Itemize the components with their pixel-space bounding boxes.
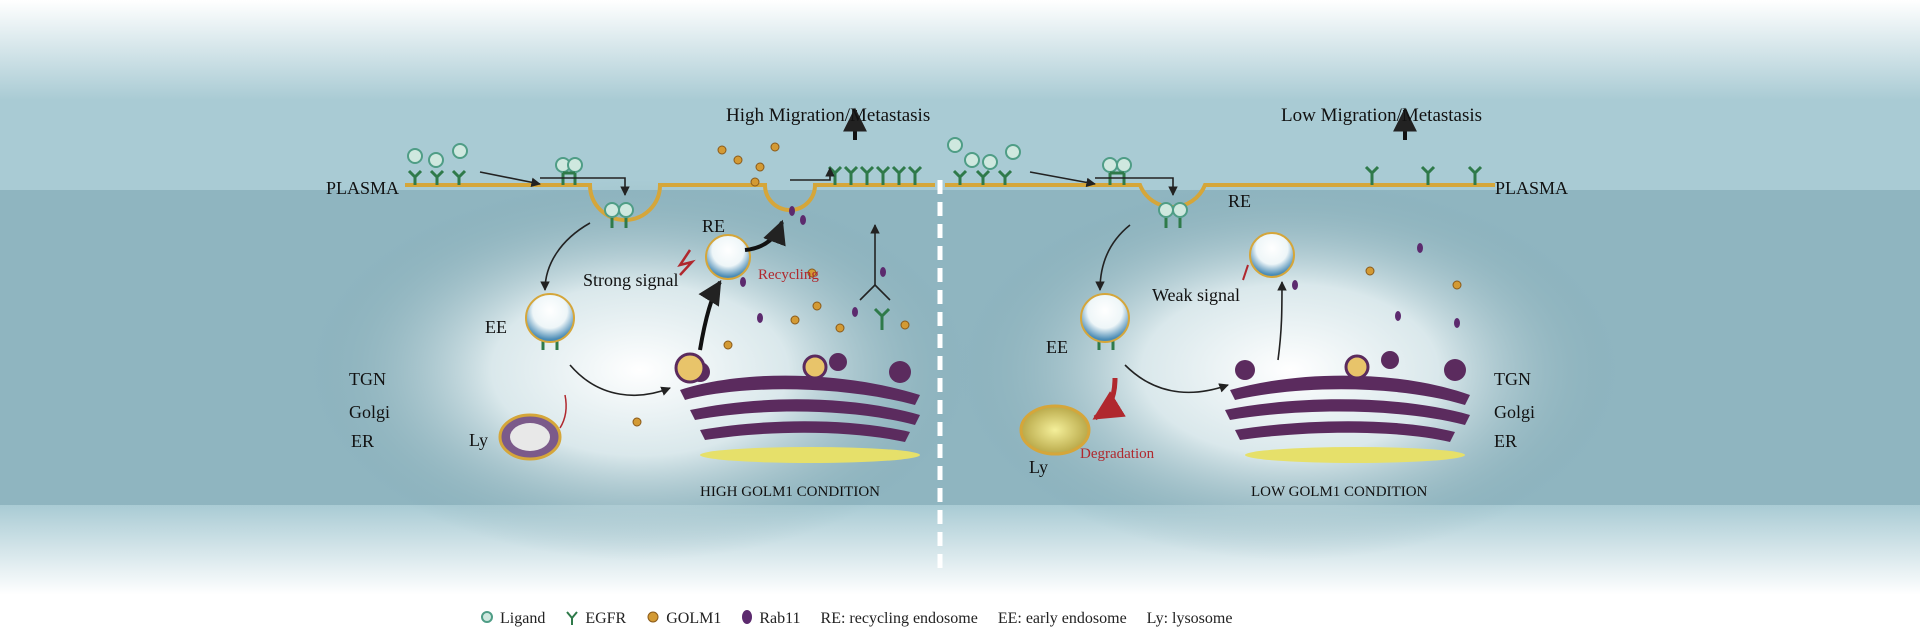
- legend-golm1: GOLM1: [646, 610, 721, 629]
- right-degradation-label: Degradation: [1080, 446, 1155, 462]
- left-recycling-label: Recycling: [758, 267, 819, 283]
- legend-re: RE: recycling endosome: [821, 610, 978, 628]
- right-ee-label: EE: [1046, 337, 1068, 357]
- left-heading: High Migration/Metastasis: [726, 105, 931, 126]
- ligand-icon: [480, 610, 494, 629]
- rab11-icon: [741, 609, 753, 630]
- legend-re-label: RE: recycling endosome: [820, 610, 978, 627]
- left-panel: [405, 107, 935, 463]
- legend-ly-label: Ly: lysosome: [1146, 610, 1233, 627]
- left-condition-label: HIGH GOLM1 CONDITION: [700, 484, 880, 500]
- legend-ee: EE: early endosome: [998, 610, 1127, 628]
- legend-ly: Ly: lysosome: [1147, 610, 1233, 628]
- golm1-icon: [646, 610, 660, 629]
- legend-rab11: Rab11: [741, 609, 801, 630]
- legend-rab11-label: Rab11: [759, 610, 801, 627]
- right-condition-label: LOW GOLM1 CONDITION: [1251, 484, 1428, 500]
- right-panel: [945, 107, 1495, 463]
- legend: Ligand EGFR GOLM1 Rab11 RE: recycling en…: [480, 607, 1252, 631]
- left-re-label: RE: [702, 216, 726, 236]
- left-plasma-label: PLASMA: [326, 178, 400, 198]
- legend-egfr: EGFR: [565, 609, 626, 630]
- right-signal-label: Weak signal: [1152, 285, 1241, 305]
- right-re-label: RE: [1228, 191, 1252, 211]
- left-golgi-label: Golgi: [349, 402, 391, 422]
- legend-ligand: Ligand: [480, 610, 545, 629]
- left-ly-label: Ly: [469, 430, 489, 450]
- right-golgi-label: Golgi: [1494, 402, 1536, 422]
- left-tgn-label: TGN: [349, 369, 386, 389]
- left-signal-label: Strong signal: [583, 270, 679, 290]
- left-ee-label: EE: [485, 317, 507, 337]
- right-heading: Low Migration/Metastasis: [1281, 105, 1483, 126]
- right-ly-label: Ly: [1029, 457, 1049, 477]
- legend-ligand-label: Ligand: [500, 610, 546, 627]
- right-tgn-label: TGN: [1494, 369, 1531, 389]
- legend-egfr-label: EGFR: [585, 610, 627, 627]
- legend-golm1-label: GOLM1: [666, 610, 722, 627]
- legend-ee-label: EE: early endosome: [997, 610, 1127, 627]
- right-plasma-label: PLASMA: [1495, 178, 1569, 198]
- left-er-label: ER: [351, 431, 375, 451]
- egfr-icon: [565, 609, 579, 630]
- right-er-label: ER: [1494, 431, 1518, 451]
